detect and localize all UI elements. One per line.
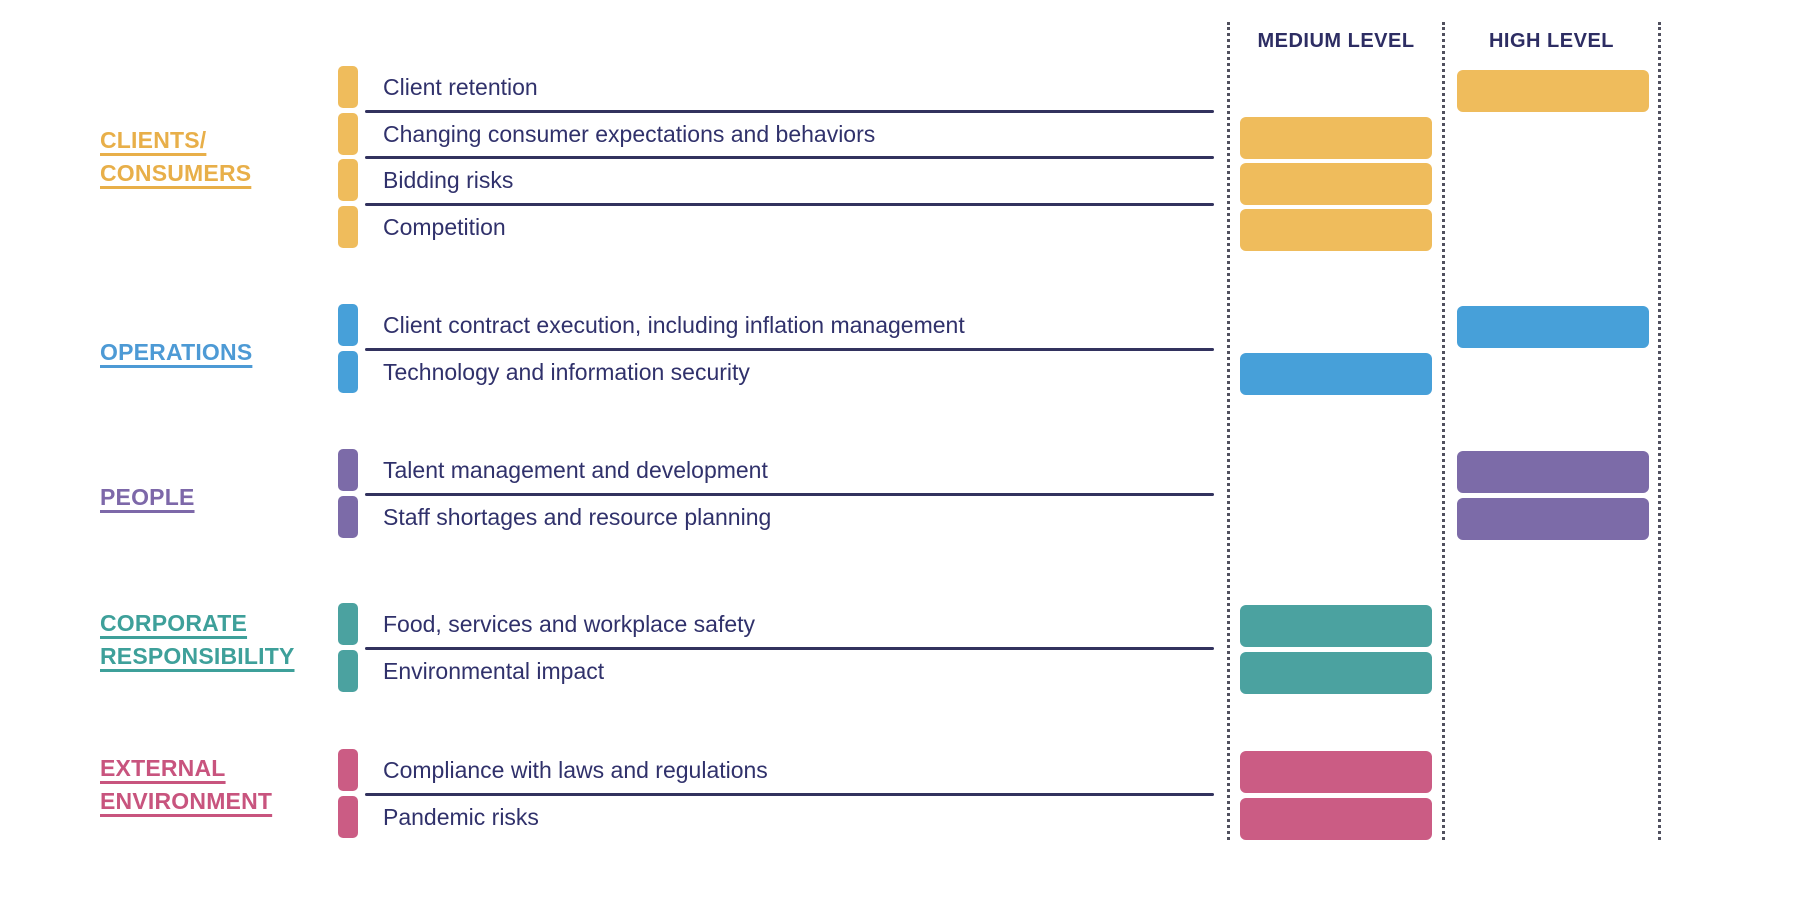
risk-color-tab [338, 749, 358, 791]
row-separator-line [365, 348, 1214, 351]
risk-color-tab [338, 496, 358, 538]
risk-color-tab [338, 796, 358, 838]
risk-level-bar-medium [1240, 209, 1432, 251]
risk-label: Food, services and workplace safety [383, 611, 756, 637]
row-separator-line [365, 647, 1214, 650]
risk-color-tab [338, 113, 358, 155]
category-label-line: OPERATIONS [100, 339, 253, 365]
risk-level-bar-medium [1240, 652, 1432, 694]
risk-label: Pandemic risks [383, 804, 539, 830]
column-divider-right [1658, 22, 1661, 840]
risk-level-bar-medium [1240, 353, 1432, 395]
row-separator-line [365, 156, 1214, 159]
risk-label: Client contract execution, including inf… [383, 312, 965, 338]
category-label-line: CORPORATE [100, 610, 248, 636]
row-separator-line [365, 793, 1214, 796]
risk-color-tab [338, 159, 358, 201]
risk-label: Bidding risks [383, 167, 514, 193]
risk-label: Environmental impact [383, 658, 605, 684]
column-divider-left [1227, 22, 1230, 840]
risk-level-bar-high [1457, 498, 1649, 540]
category-label-corporate-responsibility: CORPORATE RESPONSIBILITY [100, 607, 370, 673]
risk-level-bar-medium [1240, 798, 1432, 840]
risk-label: Client retention [383, 74, 538, 100]
risk-label: Staff shortages and resource planning [383, 504, 772, 530]
category-label-line: CONSUMERS [100, 160, 252, 186]
row-separator-line [365, 203, 1214, 206]
risk-level-bar-medium [1240, 605, 1432, 647]
risk-color-tab [338, 603, 358, 645]
risk-color-tab [338, 206, 358, 248]
risk-label: Compliance with laws and regulations [383, 757, 768, 783]
category-label-line: PEOPLE [100, 484, 195, 510]
category-label-line: ENVIRONMENT [100, 788, 273, 814]
risk-level-bar-medium [1240, 751, 1432, 793]
risk-label: Technology and information security [383, 359, 750, 385]
category-label-people: PEOPLE [100, 481, 370, 514]
risk-color-tab [338, 351, 358, 393]
row-separator-line [365, 110, 1214, 113]
category-label-clients-consumers: CLIENTS/ CONSUMERS [100, 124, 370, 190]
risk-level-bar-high [1457, 70, 1649, 112]
risk-color-tab [338, 650, 358, 692]
medium-level-header: MEDIUM LEVEL [1257, 30, 1415, 52]
risk-label: Changing consumer expectations and behav… [383, 121, 876, 147]
category-label-line: RESPONSIBILITY [100, 643, 295, 669]
risk-label: Talent management and development [383, 457, 768, 483]
risk-level-bar-high [1457, 451, 1649, 493]
high-level-header: HIGH LEVEL [1488, 30, 1614, 52]
category-label-line: CLIENTS/ [100, 127, 207, 153]
risk-level-bar-high [1457, 306, 1649, 348]
column-divider-middle [1442, 22, 1445, 840]
risk-color-tab [338, 304, 358, 346]
risk-label: Competition [383, 214, 506, 240]
category-label-operations: OPERATIONS [100, 336, 370, 369]
risk-level-bar-medium [1240, 117, 1432, 159]
category-label-line: EXTERNAL [100, 755, 226, 781]
risk-level-bar-medium [1240, 163, 1432, 205]
category-label-external-environment: EXTERNAL ENVIRONMENT [100, 752, 370, 818]
row-separator-line [365, 493, 1214, 496]
risk-color-tab [338, 449, 358, 491]
risk-color-tab [338, 66, 358, 108]
